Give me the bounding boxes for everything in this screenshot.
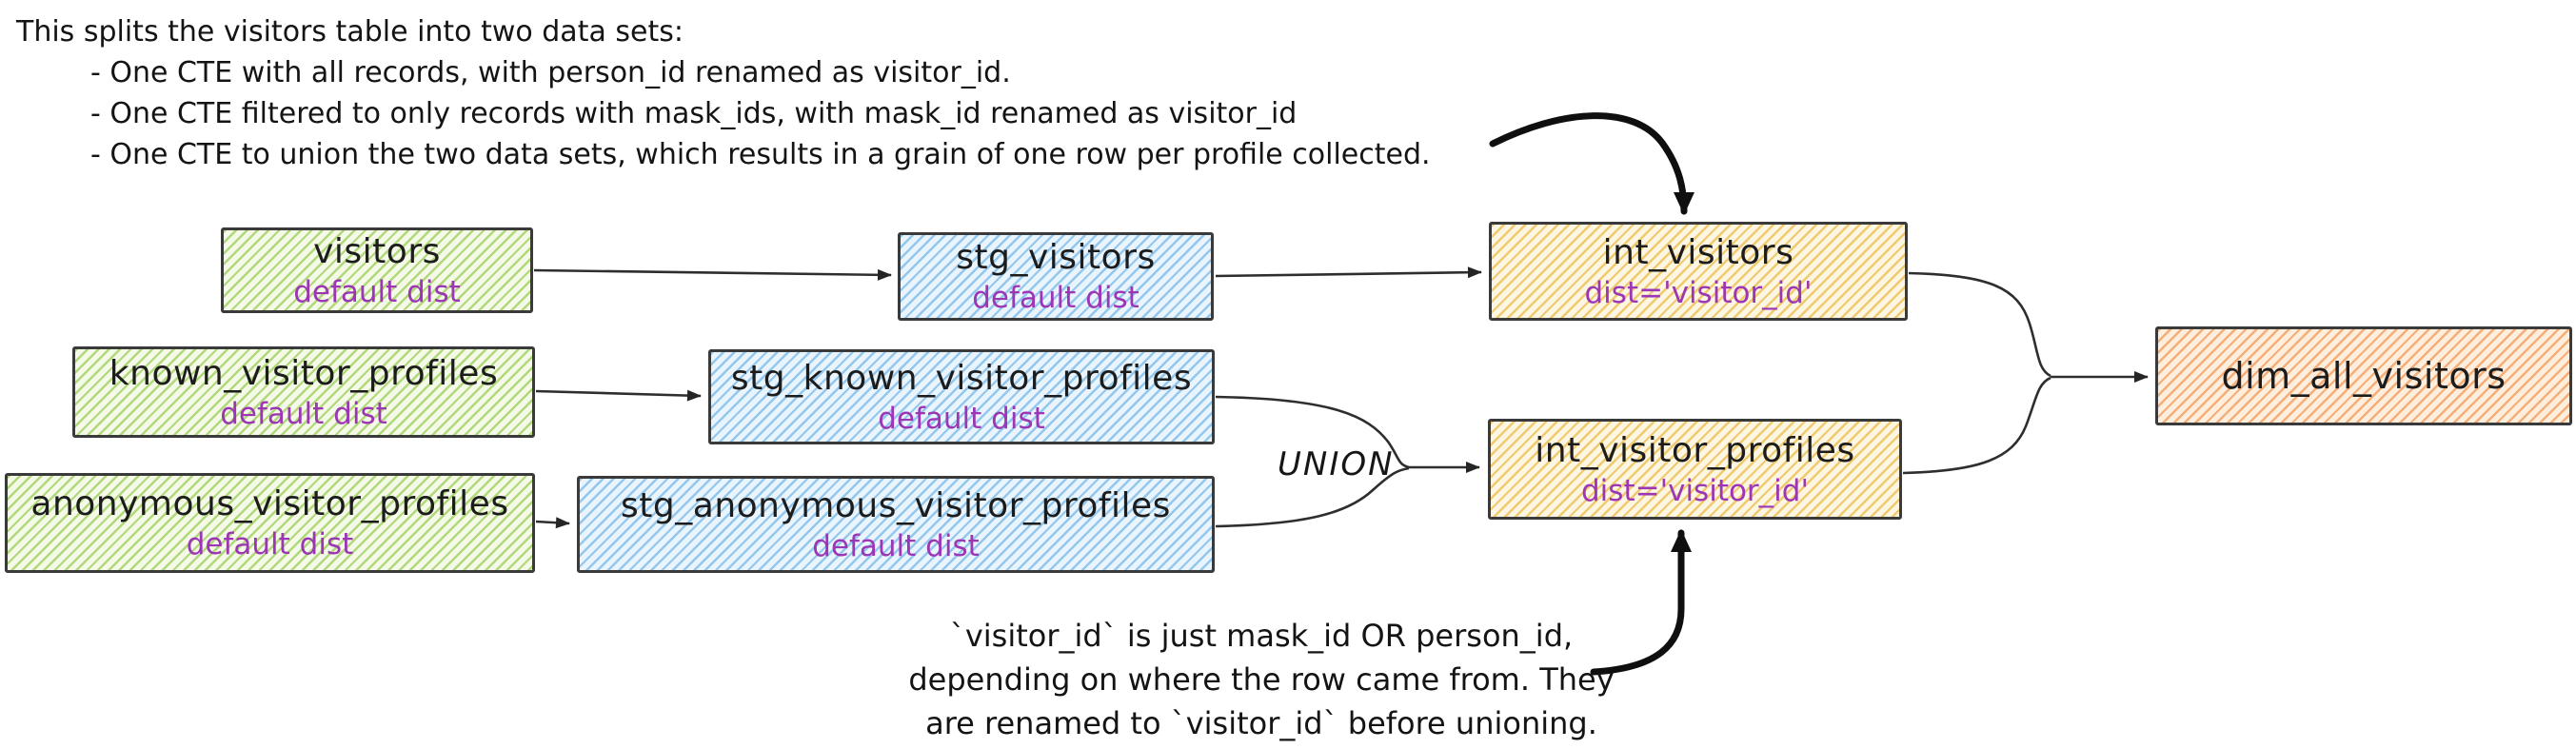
- note-bottom-line: depending on where the row came from. Th…: [908, 661, 1615, 698]
- node-title: dim_all_visitors: [2221, 355, 2507, 397]
- edge-known-to-stg-known: [535, 389, 702, 402]
- node-title: stg_visitors: [956, 238, 1156, 277]
- node-title: int_visitor_profiles: [1535, 430, 1855, 470]
- node-title: stg_anonymous_visitor_profiles: [621, 485, 1171, 525]
- edge-int-visitors-to-merge: [1908, 271, 2051, 378]
- node-visitors: visitors default dist: [221, 227, 533, 313]
- node-subtitle: dist='visitor_id': [1584, 275, 1813, 310]
- union-label: UNION: [1278, 445, 1395, 483]
- node-title: known_visitor_profiles: [109, 353, 499, 393]
- node-anonymous-visitor-profiles: anonymous_visitor_profiles default dist: [5, 473, 535, 573]
- node-subtitle: default dist: [878, 401, 1045, 436]
- note-top-line: - One CTE to union the two data sets, wh…: [90, 138, 1431, 171]
- node-known-visitor-profiles: known_visitor_profiles default dist: [72, 346, 535, 438]
- note-bottom-line: `visitor_id` is just mask_id OR person_i…: [949, 618, 1574, 654]
- edge-stg-visitors-to-int-visitors: [1215, 266, 1482, 279]
- node-subtitle: default dist: [812, 528, 980, 563]
- note-top-line: - One CTE with all records, with person_…: [90, 56, 1011, 89]
- edge-int-visitor-profiles-to-merge: [1902, 376, 2051, 475]
- node-title: anonymous_visitor_profiles: [30, 484, 509, 523]
- node-subtitle: default dist: [972, 281, 1139, 315]
- node-subtitle: default dist: [220, 396, 387, 431]
- node-subtitle: default dist: [186, 527, 354, 562]
- note-bottom-line: are renamed to `visitor_id` before union…: [925, 705, 1597, 741]
- node-int-visitor-profiles: int_visitor_profiles dist='visitor_id': [1488, 419, 1902, 520]
- node-subtitle: dist='visitor_id': [1581, 473, 1809, 508]
- note-bottom: `visitor_id` is just mask_id OR person_i…: [895, 614, 1628, 745]
- edge-anonymous-to-stg-anonymous: [535, 517, 570, 529]
- note-top-line: - One CTE filtered to only records with …: [90, 97, 1298, 130]
- node-subtitle: default dist: [293, 274, 461, 309]
- node-stg-anonymous-visitor-profiles: stg_anonymous_visitor_profiles default d…: [577, 476, 1215, 573]
- node-stg-known-visitor-profiles: stg_known_visitor_profiles default dist: [708, 349, 1215, 444]
- edge-visitors-to-stg-visitors: [533, 268, 892, 281]
- note-top-line: This splits the visitors table into two …: [16, 15, 684, 49]
- node-title: visitors: [313, 231, 441, 271]
- node-dim-all-visitors: dim_all_visitors: [2155, 326, 2572, 425]
- note-top: This splits the visitors table into two …: [16, 11, 1431, 175]
- annotation-arrow-top: [1489, 112, 1694, 215]
- node-stg-visitors: stg_visitors default dist: [898, 232, 1214, 321]
- node-int-visitors: int_visitors dist='visitor_id': [1489, 222, 1908, 321]
- node-title: int_visitors: [1602, 232, 1794, 272]
- node-title: stg_known_visitor_profiles: [730, 358, 1193, 398]
